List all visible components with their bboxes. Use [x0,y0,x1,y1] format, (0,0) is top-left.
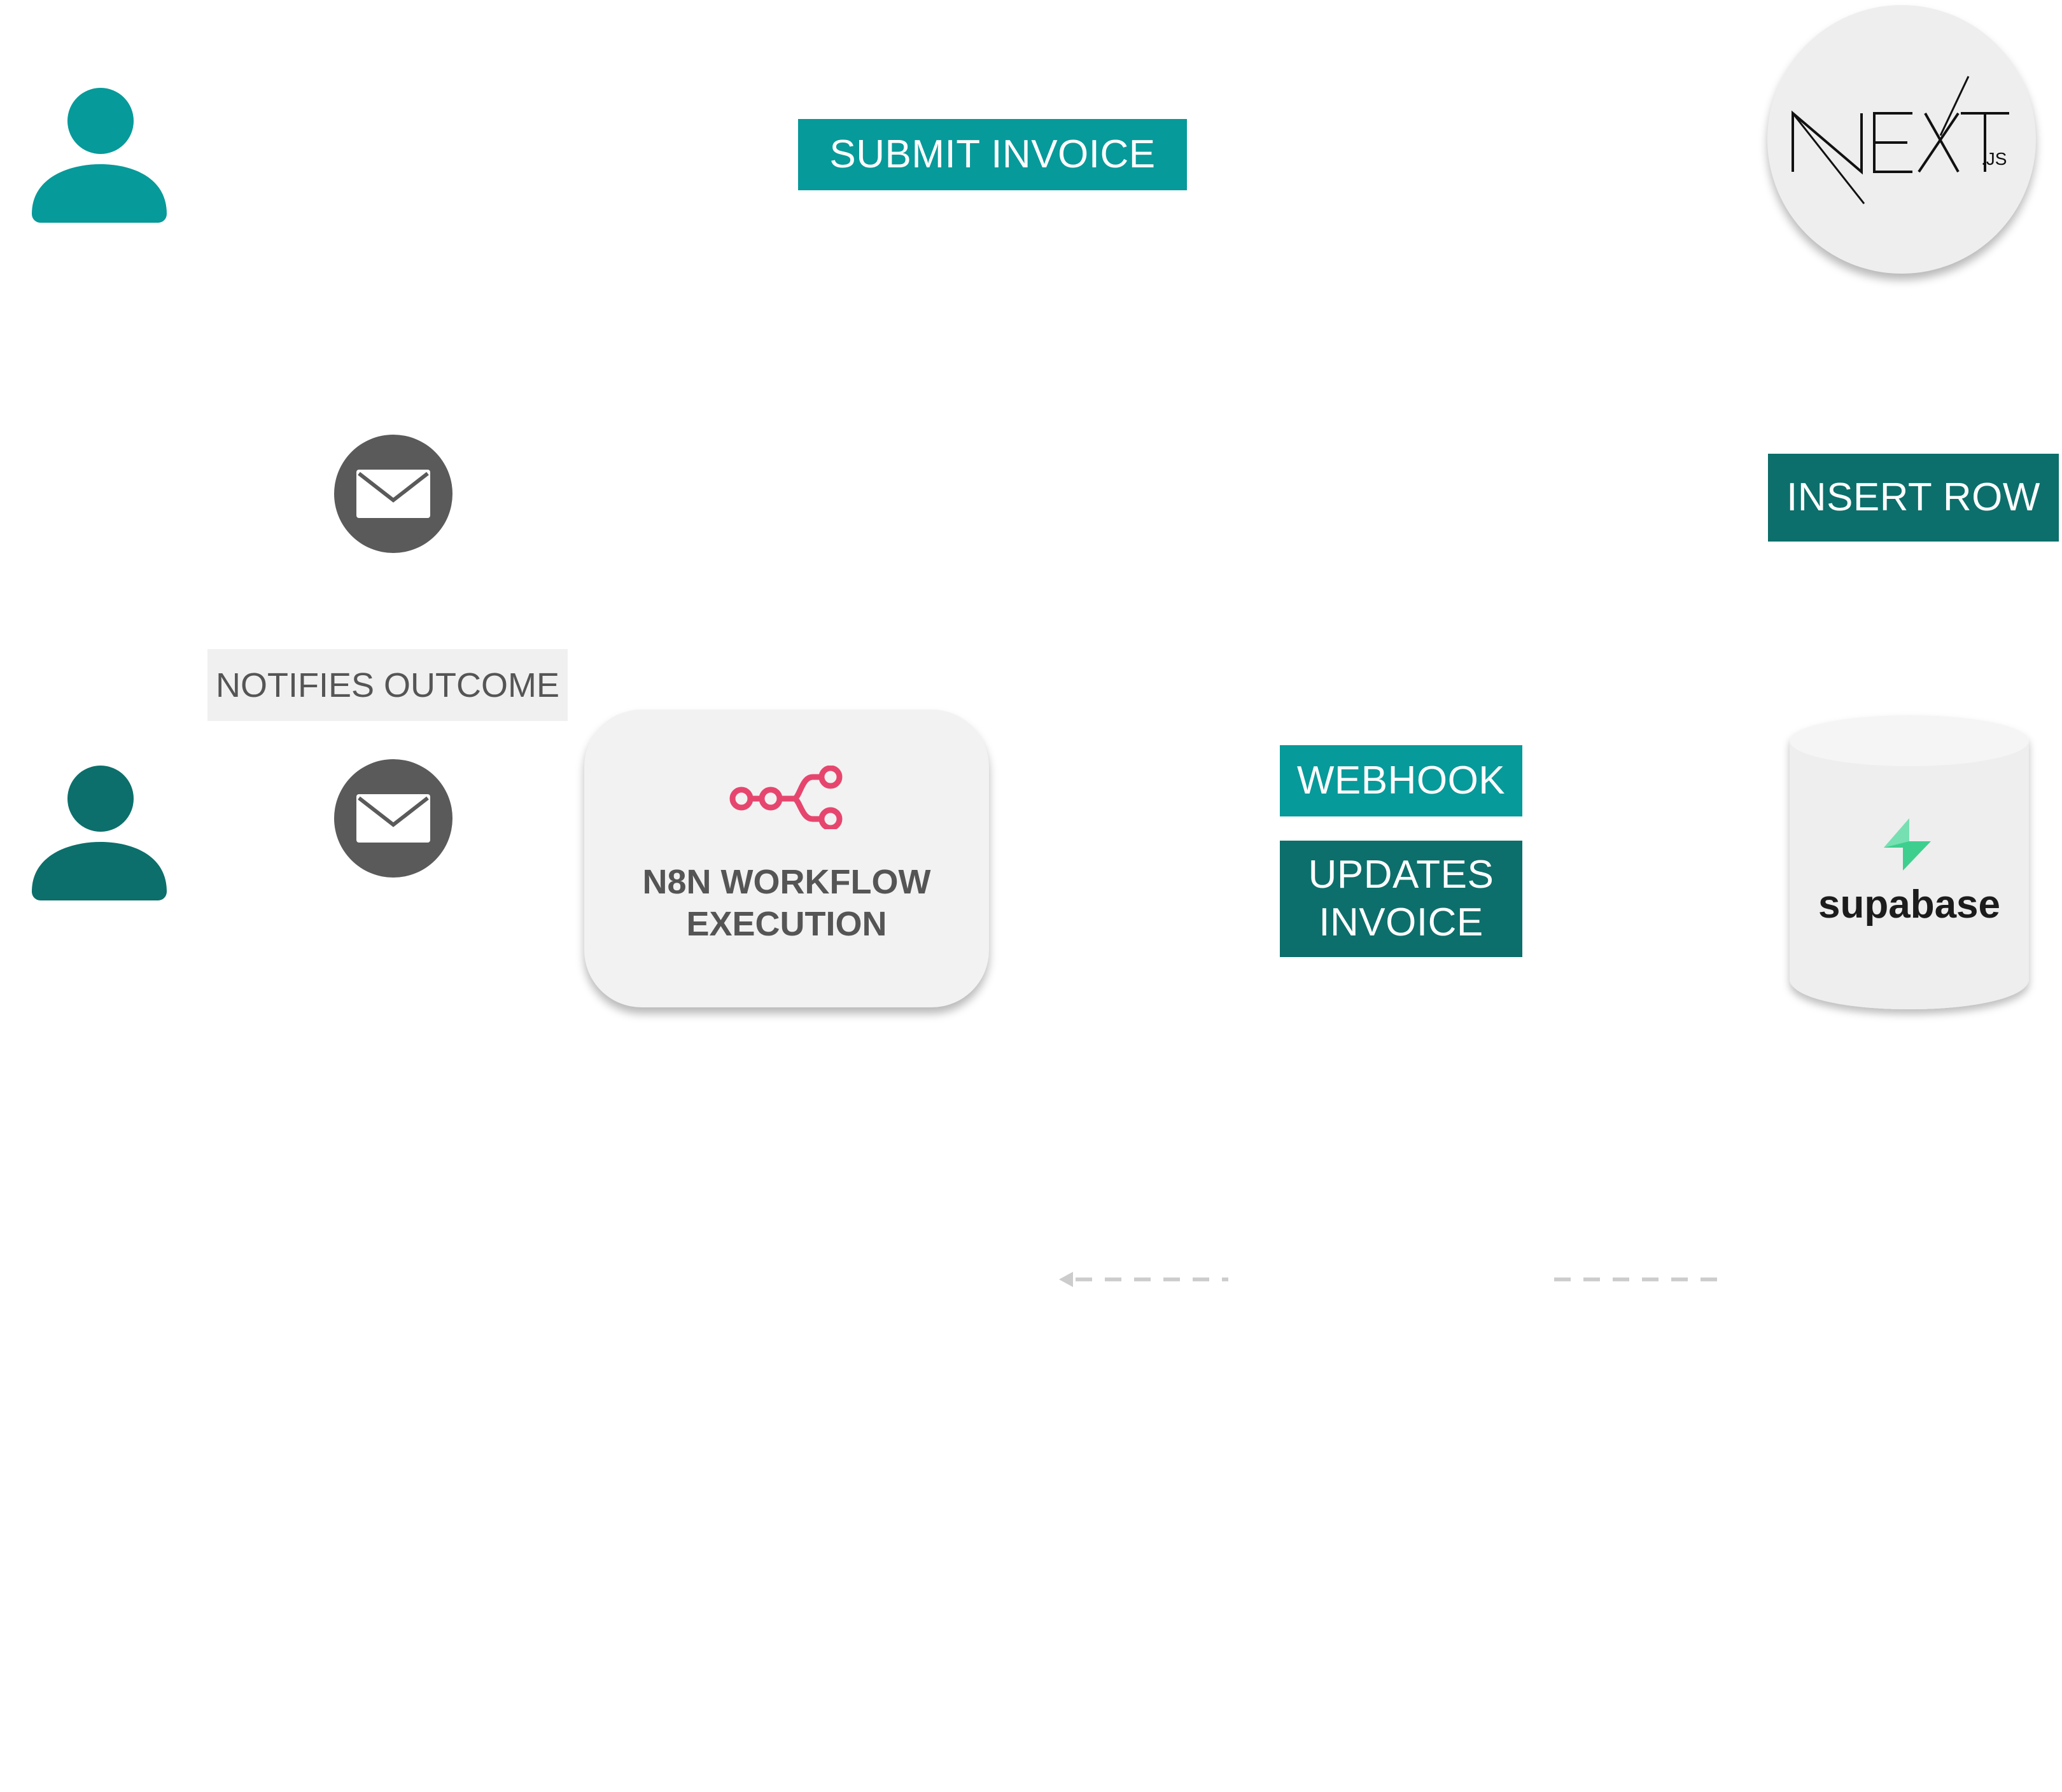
updates-invoice-label: UPDATES INVOICE [1280,841,1522,957]
insert-row-label: INSERT ROW [1768,454,2059,542]
supabase-database: supabase [1782,711,2037,1023]
n8n-node-title-line1: N8N WORKFLOW [642,863,931,901]
submit-invoice-label: SUBMIT INVOICE [798,119,1187,190]
nextjs-wordmark-icon [1792,76,2009,204]
nextjs-suffix: .JS [1981,149,2007,169]
webhook-label: WEBHOOK [1280,745,1522,816]
workflow-icon [729,766,843,829]
updates-invoice-line2: INVOICE [1319,900,1483,944]
submitter-person-icon [32,88,172,223]
n8n-workflow-node: N8N WORKFLOW EXECUTION [584,710,989,1007]
nextjs-logo: .JS [1767,5,2036,274]
mail-icon [334,435,452,553]
n8n-node-title-line2: EXECUTION [686,905,887,943]
bolt-icon [1884,818,1931,871]
database-cylinder-icon [1790,715,2029,1009]
mail-icon [334,759,452,878]
notifies-outcome-label: NOTIFIES OUTCOME [207,649,568,721]
updates-invoice-line1: UPDATES [1308,853,1494,897]
supabase-wordmark: supabase [1818,883,2001,927]
recipient-person-icon [32,766,172,900]
